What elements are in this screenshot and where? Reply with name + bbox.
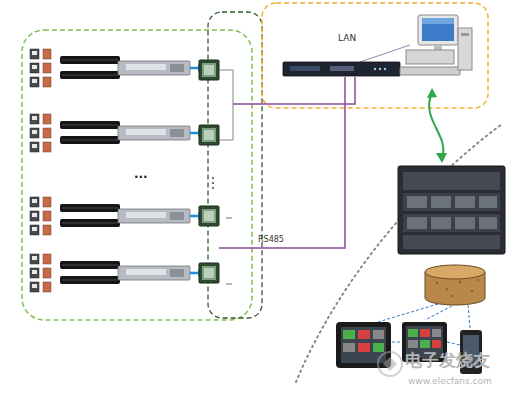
- field-boundary: [22, 30, 252, 320]
- watermark-logo: [378, 352, 402, 376]
- watermark-url: www.elecfans.com: [408, 377, 492, 386]
- link-arrow: [427, 88, 447, 163]
- lan-wire: [360, 45, 410, 62]
- sensor-group: [30, 49, 205, 87]
- control-room-boundary: [262, 3, 488, 108]
- database-cylinder: [425, 265, 485, 305]
- bracket: [219, 70, 233, 140]
- controller-panel: [199, 60, 219, 80]
- sensor-group: [30, 254, 205, 292]
- controller-panel: [199, 263, 219, 283]
- tick-mark: [226, 284, 232, 285]
- tablet-terminal: [336, 322, 391, 368]
- wire-label: RS485: [258, 236, 284, 244]
- ellipsis-mark: ...: [134, 168, 148, 180]
- controller-panel: [199, 206, 219, 226]
- server-rack: [398, 166, 505, 254]
- sensor-group: [30, 197, 205, 235]
- rs485-wire: [219, 77, 345, 248]
- tick-mark: [226, 218, 232, 219]
- gateway-device: [283, 62, 400, 76]
- bus-wire: [233, 77, 355, 104]
- sensor-group: [30, 114, 205, 152]
- wire-label: LAN: [338, 34, 356, 43]
- computer: [400, 15, 472, 75]
- controller-panel: [199, 125, 219, 145]
- watermark-text: 电子发烧友: [405, 352, 490, 369]
- ellipsis-dots: [212, 177, 214, 189]
